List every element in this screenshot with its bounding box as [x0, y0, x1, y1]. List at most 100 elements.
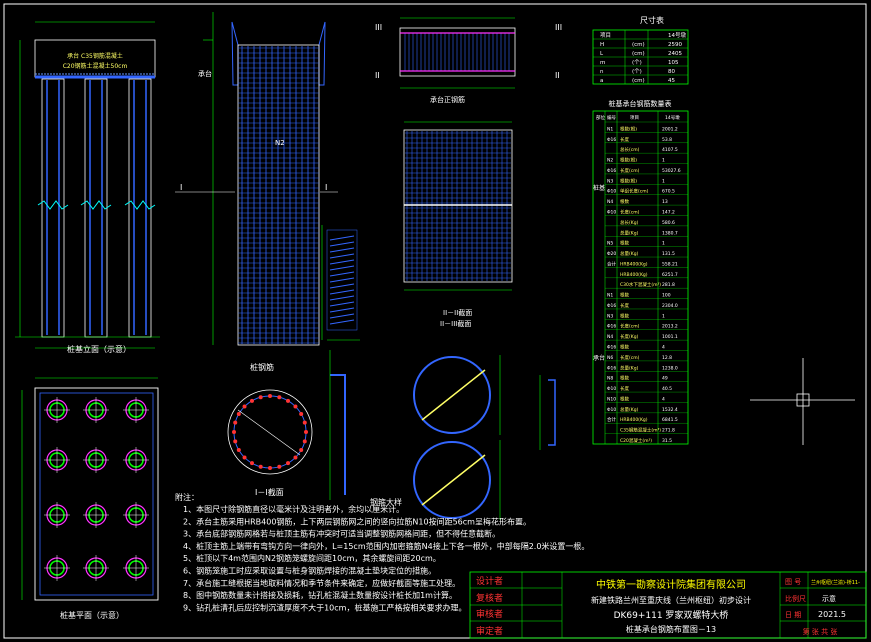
qty-cell: 100	[662, 293, 671, 299]
qty-cell: Φ16	[607, 324, 616, 330]
approver-label: 审定者	[476, 625, 503, 637]
section-marker-2b: II	[555, 71, 560, 80]
cap-rebar-mesh	[405, 131, 511, 281]
qty-cell: 根数	[620, 240, 629, 247]
qty-cell: N10	[607, 396, 616, 402]
note-item: 3、承台底部钢筋网格若与桩顶主筋有冲突时可适当调整钢筋网格间距，但不得任意截断。	[183, 529, 500, 539]
size-cell: (个)	[632, 68, 642, 75]
spiral-bar-detail	[321, 225, 360, 341]
cap-concrete-note-2: C20钢筋土混凝土50cm	[63, 62, 128, 70]
section-1-view: I－I截面	[227, 389, 313, 497]
qty-cell: 281.8	[662, 282, 675, 288]
sheet-label: 第 张 共 张	[803, 627, 838, 636]
qty-header: 14号墩	[665, 114, 680, 121]
section-marker-3b: III	[555, 23, 562, 32]
qty-cell: 总量(Kg)	[620, 406, 639, 413]
svg-text:N2: N2	[275, 139, 285, 147]
checker-label: 复核者	[476, 592, 503, 604]
note-item: 2、承台主筋采用HRB400钢筋，上下两层钢筋网之间的竖向拉筋N10按间距56c…	[183, 516, 531, 526]
qty-cell: 根数	[620, 344, 629, 351]
qty-cell: Φ16	[607, 137, 616, 143]
qty-cell: 1	[662, 241, 665, 247]
size-cell: a	[600, 78, 603, 84]
note-item: 9、钻孔桩清孔后应控制沉渣厚度不大于10cm，桩基施工严格按相关要求办理。	[183, 602, 466, 612]
qty-cell: 131.5	[662, 251, 675, 257]
qty-cell: N4	[607, 334, 613, 340]
reviewer-label: 审核者	[476, 608, 503, 620]
qty-cell: 长度	[620, 136, 629, 143]
qty-cell: 根数	[620, 292, 629, 299]
cap-elevation-view: III III II II 承台正钢筋	[375, 17, 562, 104]
qty-cell: Φ10	[607, 209, 616, 215]
qty-cell: C30水下混凝土(m³)	[620, 281, 661, 288]
qty-cell: Φ10	[607, 189, 616, 195]
qty-cell: 根数	[620, 198, 629, 205]
scale-value: 示意	[822, 594, 836, 603]
bridge-name: DK69+111 罗家双螺特大桥	[614, 609, 729, 621]
section-marker-3a: III	[375, 23, 382, 32]
project-name: 新建铁路兰州至重庆线（兰州枢纽）初步设计	[591, 595, 751, 605]
section-marker-1a: I	[180, 183, 182, 192]
notes-heading: 附注：	[175, 492, 199, 502]
section-marker-2a: II	[375, 71, 380, 80]
qty-cell: 1532.4	[662, 407, 678, 413]
qty-cell: 长度	[620, 385, 629, 392]
qty-cell: 总量(Kg)	[620, 250, 639, 257]
size-cell: (个)	[632, 59, 642, 66]
qty-cell: 53027.6	[662, 168, 681, 174]
qty-cell: Φ10	[607, 386, 616, 392]
cap-label: 承台	[198, 69, 212, 78]
pile-plan-view: 桩基平面（示意）	[21, 377, 159, 620]
qty-cell: 12.8	[662, 355, 672, 361]
hook-bar-detail	[329, 350, 346, 500]
note-item: 7、承台施工缝根据当地取料情况和季节条件来确定，应做好截面等施工处理。	[183, 578, 460, 588]
qty-cell: 合计	[607, 260, 616, 267]
qty-cell: 147.2	[662, 209, 675, 215]
qty-header: 编号	[607, 114, 616, 121]
note-item: 5、桩顶以下4m范围内N2钢筋笼螺旋间距10cm，其余螺旋间距20cm。	[183, 553, 441, 563]
size-cell: 2590	[668, 42, 682, 48]
qty-cell: 6841.5	[662, 417, 678, 423]
note-item: 4、桩顶主筋上端带有弯钩方向一律向外，L=15cm范围内加密箍筋N4接上下各一根…	[183, 541, 589, 551]
section-3-title: II－III截面	[440, 319, 471, 328]
qty-group-pile: 桩基	[593, 184, 605, 192]
qty-cell: 根数	[620, 312, 629, 319]
pile-elevation-view: 承台 C35钢筋混凝土 C20钢筋土混凝土50cm 桩基立面（示意）	[15, 21, 160, 354]
qty-header: 项目	[630, 115, 639, 121]
stirrup-detail-title: 钢箍大样	[370, 497, 402, 507]
qty-cell: 31.5	[662, 438, 672, 444]
crosshair-cursor	[750, 358, 855, 445]
cap-rebar-grid-view: II－II截面 II－III截面	[403, 121, 513, 328]
qty-cell: 根数(根)	[620, 177, 637, 184]
qty-cell: N4	[607, 199, 613, 205]
qty-cell: Φ16	[607, 168, 616, 174]
qty-cell: N3	[607, 313, 613, 319]
qty-cell: HRB400(Kg)	[620, 417, 648, 423]
designer-label: 设计者	[476, 575, 503, 587]
cap-elevation-bars	[400, 32, 515, 72]
qty-cell: 40.5	[662, 386, 672, 392]
note-item: 1、本图尺寸除钢筋直径以毫米计及注明者外，余均以厘米计。	[183, 504, 404, 514]
qty-cell: Φ16	[607, 365, 616, 371]
qty-cell: 总量(Kg)	[620, 229, 639, 236]
note-item: 8、图中钢筋数量未计搭接及损耗，钻孔桩混凝土数量按设计桩长加1m计算。	[183, 590, 457, 600]
size-cell: L	[600, 51, 604, 57]
size-cell: 80	[668, 69, 675, 75]
qty-table-title: 桩基承台钢筋数量表	[609, 99, 672, 108]
size-cell: (cm)	[632, 51, 645, 57]
qty-group-cap: 承台	[593, 354, 605, 362]
qty-cell: 1001.1	[662, 334, 678, 340]
qty-cell: HRB400(Kg)	[620, 272, 648, 278]
cap-elevation-title: 承台正钢筋	[430, 95, 465, 104]
qty-cell: Φ20	[607, 251, 616, 257]
qty-cell: 总长(cm)	[620, 146, 640, 153]
qty-header: 部位	[596, 114, 605, 121]
qty-cell: 单组长度(cm)	[620, 188, 649, 195]
sheet-frame	[3, 3, 867, 639]
qty-cell: 4	[662, 345, 665, 351]
qty-cell: 1238.0	[662, 365, 678, 371]
qty-cell: 长度(cm)	[620, 208, 640, 215]
qty-cell: 13	[662, 199, 668, 205]
